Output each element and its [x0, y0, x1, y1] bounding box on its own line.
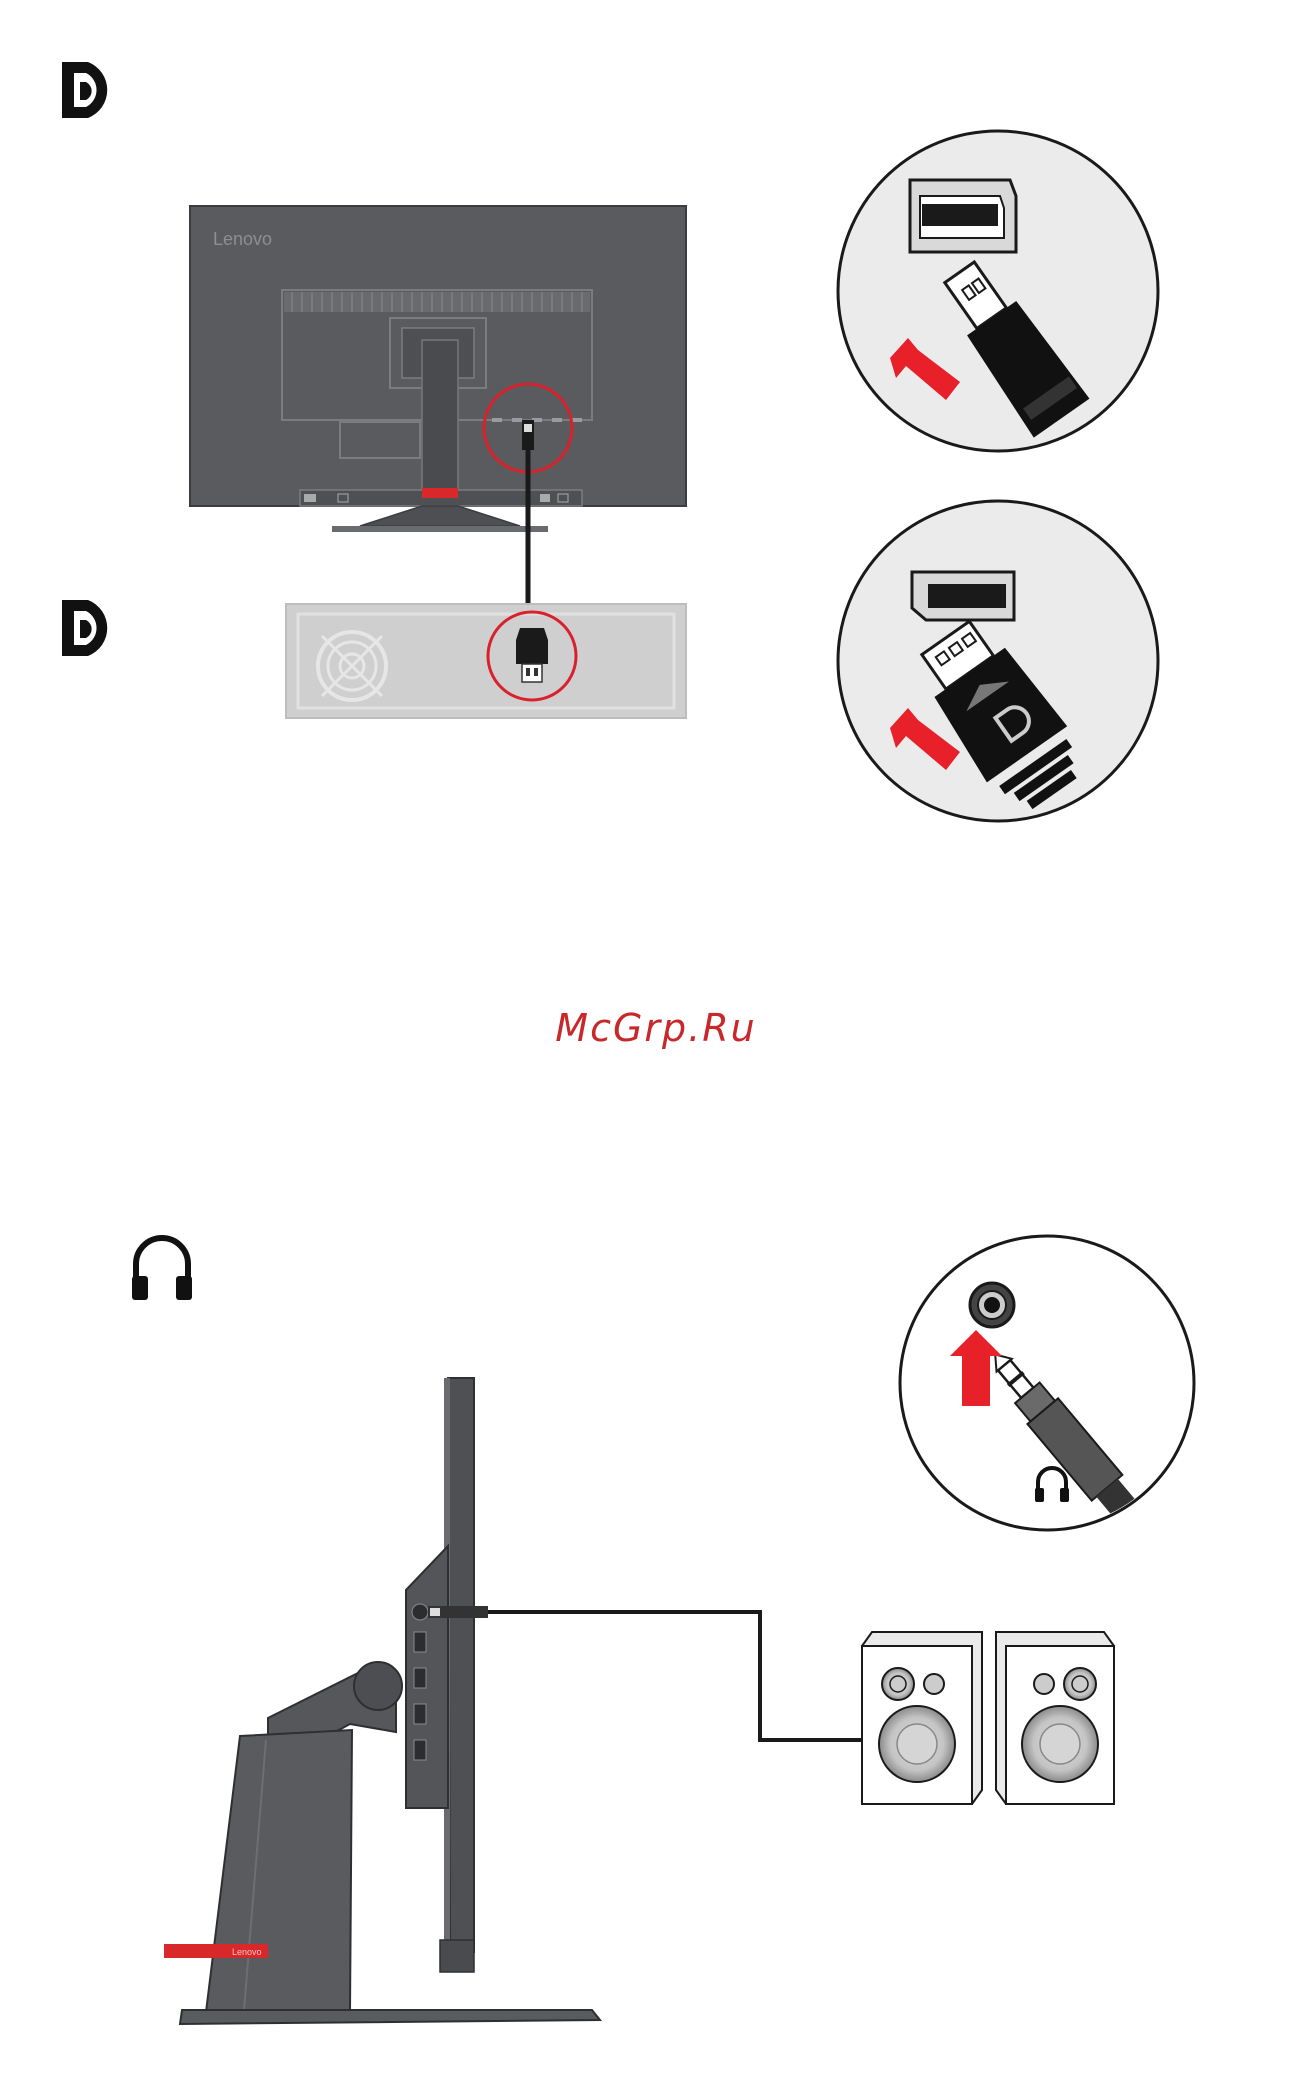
monitor-side-view: Lenovo	[164, 1378, 600, 2024]
inset-pc-port	[838, 501, 1158, 822]
audio-cable	[428, 1606, 862, 1740]
pc-rear-panel	[286, 604, 686, 718]
speaker-left	[862, 1632, 982, 1804]
displayport-icon	[62, 600, 107, 656]
stand-brand-logo: Lenovo	[232, 1947, 262, 1957]
monitor-brand-logo: Lenovo	[213, 229, 272, 249]
speaker-right	[996, 1632, 1114, 1804]
watermark: McGrp.Ru	[0, 1006, 1312, 1050]
monitor-port-plug	[522, 420, 534, 450]
displayport-icon	[62, 62, 107, 118]
monitor-rear-view: Lenovo	[190, 206, 686, 532]
inset-audio-jack	[900, 1236, 1194, 1547]
headphones-icon	[132, 1238, 192, 1300]
inset-monitor-port	[838, 131, 1158, 451]
